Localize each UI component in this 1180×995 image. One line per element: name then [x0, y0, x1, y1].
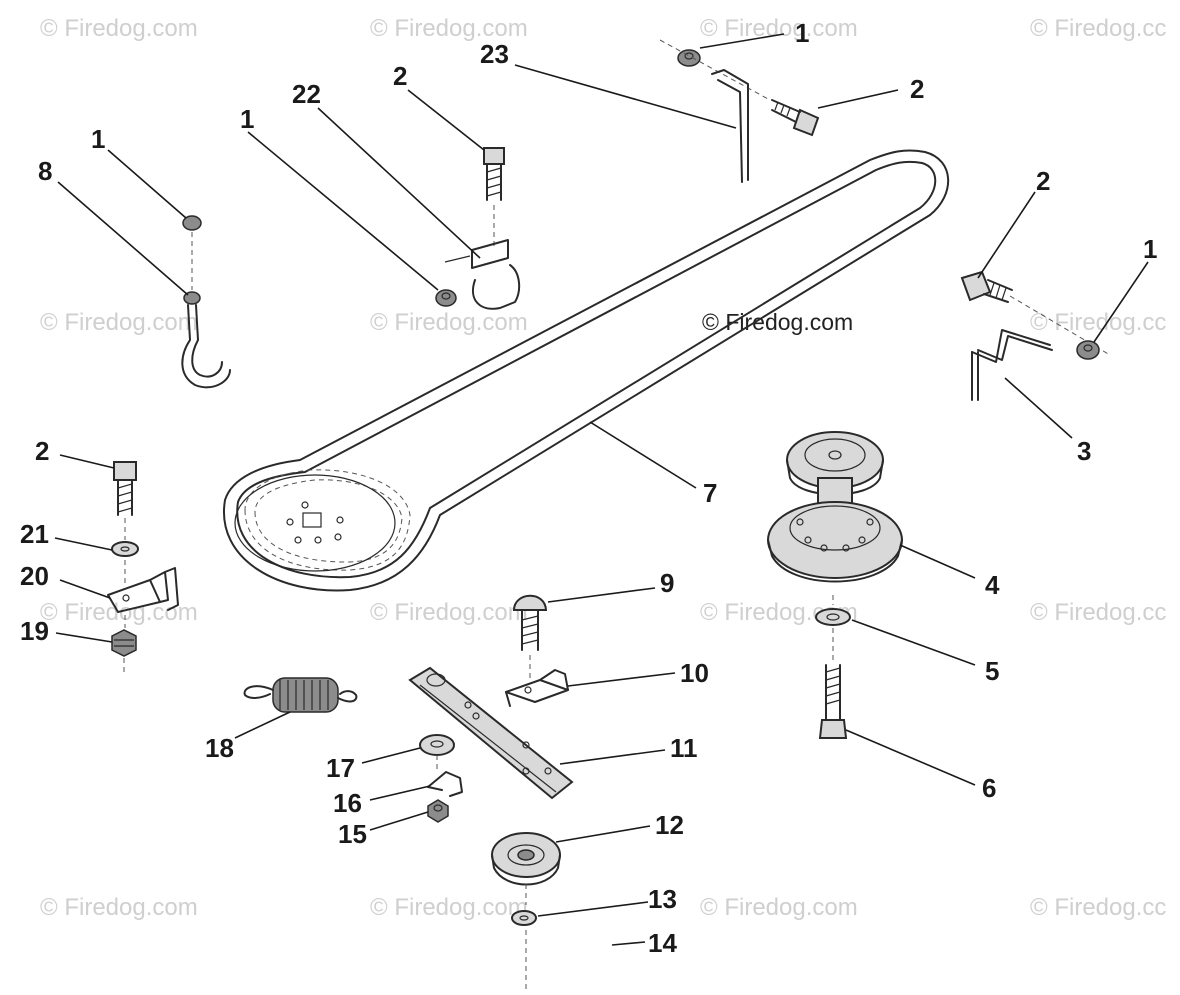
watermark: © Firedog.cc — [1030, 309, 1166, 336]
callout-3: 3 — [1077, 436, 1091, 466]
callout-11: 11 — [670, 733, 698, 763]
watermark: © Firedog.com — [40, 309, 198, 336]
watermark: © Firedog.com — [370, 599, 528, 626]
watermark: © Firedog.com — [700, 15, 858, 42]
callout-2: 2 — [393, 61, 407, 91]
nut-top-right — [659, 39, 771, 101]
callout-23: 23 — [480, 39, 509, 69]
drive-belt — [222, 149, 950, 592]
callout-1: 1 — [240, 104, 254, 134]
callout-20: 20 — [20, 561, 49, 591]
bolt-top-center — [483, 147, 505, 248]
watermark: © Firedog.cc — [1030, 894, 1166, 921]
nut-15 — [427, 799, 449, 823]
callout-21: 21 — [20, 519, 49, 549]
callout-7: 7 — [703, 478, 717, 508]
callout-18: 18 — [205, 733, 234, 763]
watermark: © Firedog.com — [370, 15, 528, 42]
leader-lines — [54, 33, 1149, 946]
callout-1: 1 — [1143, 234, 1157, 264]
watermark: © Firedog.com — [700, 894, 858, 921]
callout-5: 5 — [985, 656, 999, 686]
bolt-6 — [818, 664, 848, 739]
callouts: 1 2 23 1 2 22 8 1 2 1 3 7 2 21 20 19 9 4… — [20, 18, 1157, 958]
callout-22: 22 — [292, 79, 321, 109]
spring-18 — [243, 677, 358, 713]
callout-2: 2 — [35, 436, 49, 466]
watermark: © Firedog.cc — [1030, 15, 1166, 42]
watermark: © Firedog.com — [40, 894, 198, 921]
callout-9: 9 — [660, 568, 674, 598]
callout-2: 2 — [910, 74, 924, 104]
washer-5 — [815, 595, 851, 660]
callout-13: 13 — [648, 884, 677, 914]
callout-17: 17 — [326, 753, 355, 783]
bracket-20 — [107, 560, 179, 628]
copyright-credit: © Firedog.com — [702, 309, 853, 335]
clip-10 — [505, 669, 569, 707]
bolt-right — [960, 270, 1111, 356]
washer-21 — [111, 541, 139, 557]
callout-15: 15 — [338, 819, 367, 849]
callout-1: 1 — [795, 18, 809, 48]
washer-13 — [511, 910, 537, 990]
hook-rod-8 — [181, 215, 231, 389]
watermark: © Firedog.com — [370, 309, 528, 336]
callout-1: 1 — [91, 124, 105, 154]
carriage-bolt-9 — [512, 594, 548, 680]
bracket-3 — [971, 329, 1053, 401]
nut-top-center — [435, 289, 457, 307]
idler-pulley-12 — [491, 832, 561, 905]
bolt-top-right — [771, 99, 820, 137]
callout-6: 6 — [982, 773, 996, 803]
callout-12: 12 — [655, 810, 684, 840]
pulley-4 — [767, 431, 903, 583]
clip-16 — [427, 771, 463, 797]
callout-14: 14 — [648, 928, 677, 958]
hook-bracket-22 — [444, 239, 521, 310]
watermarks: © Firedog.com © Firedog.com © Firedog.co… — [40, 15, 1166, 921]
watermark: © Firedog.cc — [1030, 599, 1166, 626]
callout-10: 10 — [680, 658, 709, 688]
callout-16: 16 — [333, 788, 362, 818]
watermark: © Firedog.com — [370, 894, 528, 921]
watermark: © Firedog.com — [40, 15, 198, 42]
nut-19 — [111, 629, 137, 675]
washer-17 — [419, 734, 455, 770]
bolt-left — [113, 461, 137, 540]
rod-23 — [711, 69, 749, 183]
callout-8: 8 — [38, 156, 52, 186]
nut-right — [1076, 340, 1100, 360]
callout-2: 2 — [1036, 166, 1050, 196]
arm-11 — [408, 666, 574, 800]
callout-4: 4 — [985, 570, 1000, 600]
callout-19: 19 — [20, 616, 49, 646]
